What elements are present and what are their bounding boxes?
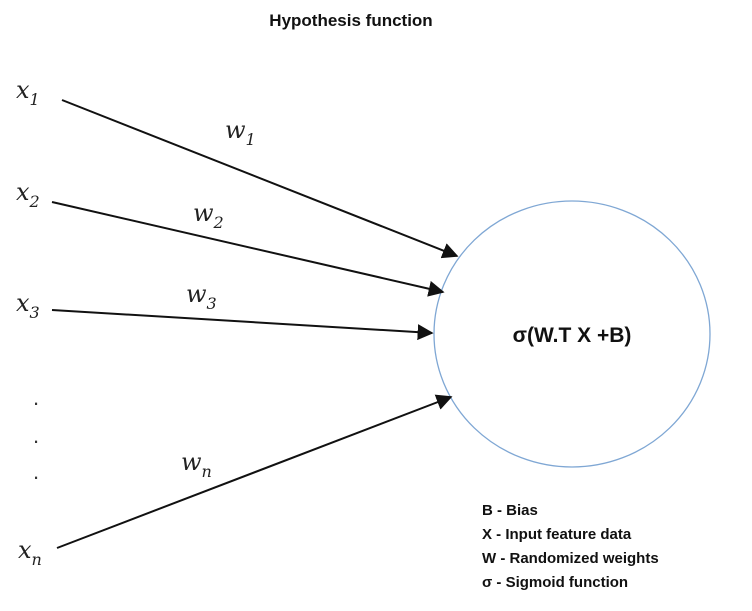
neuron-node xyxy=(433,200,711,468)
ellipsis-dot: . xyxy=(33,423,39,448)
node-formula: σ(W.T X +B) xyxy=(513,324,632,347)
diagram-title: Hypothesis function xyxy=(269,11,432,30)
input-label: xn xyxy=(18,536,42,569)
input-label: x2 xyxy=(16,178,40,211)
ellipsis-dot: . xyxy=(33,459,39,484)
weight-label: wn xyxy=(181,448,212,481)
weight-label: w3 xyxy=(186,280,217,313)
legend-item: X - Input feature data xyxy=(482,526,632,543)
arrow-x2 xyxy=(51,201,445,297)
legend-item: B - Bias xyxy=(482,502,538,519)
arrow-x1 xyxy=(61,99,459,259)
legend-item: W - Randomized weights xyxy=(482,550,659,567)
ellipsis-dot: . xyxy=(33,385,39,410)
input-label: x3 xyxy=(16,289,40,322)
arrow-xn xyxy=(56,394,453,549)
arrow-x3 xyxy=(51,309,434,341)
legend: B - Bias X - Input feature data W - Rand… xyxy=(482,502,659,591)
weight-label: w1 xyxy=(225,116,256,149)
weight-label: w2 xyxy=(193,199,224,232)
legend-item: σ - Sigmoid function xyxy=(482,574,628,591)
input-label: x1 xyxy=(16,76,40,109)
